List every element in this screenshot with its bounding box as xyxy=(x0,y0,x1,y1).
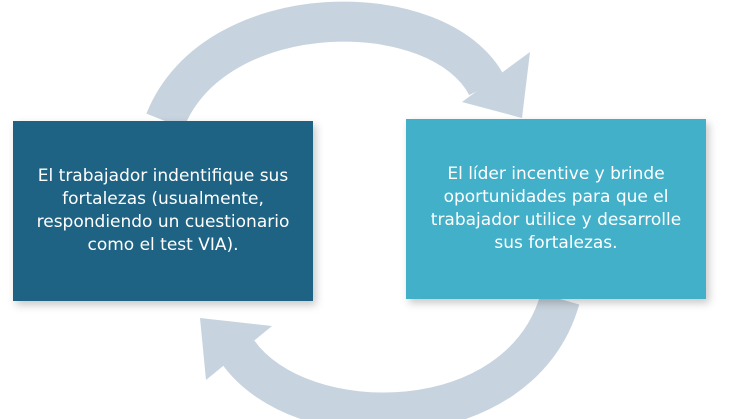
worker-identifies-text: El trabajador indentifique sus fortaleza… xyxy=(36,166,290,255)
bottom-arrowhead xyxy=(200,318,272,380)
leader-encourages-text: El líder incentive y brinde oportunidade… xyxy=(430,164,682,253)
leader-encourages-box: El líder incentive y brinde oportunidade… xyxy=(406,119,706,299)
top-arc-arrow xyxy=(146,1,505,130)
top-arrowhead xyxy=(462,52,530,118)
bottom-arc-arrow xyxy=(221,292,580,419)
worker-identifies-box: El trabajador indentifique sus fortaleza… xyxy=(13,121,313,301)
